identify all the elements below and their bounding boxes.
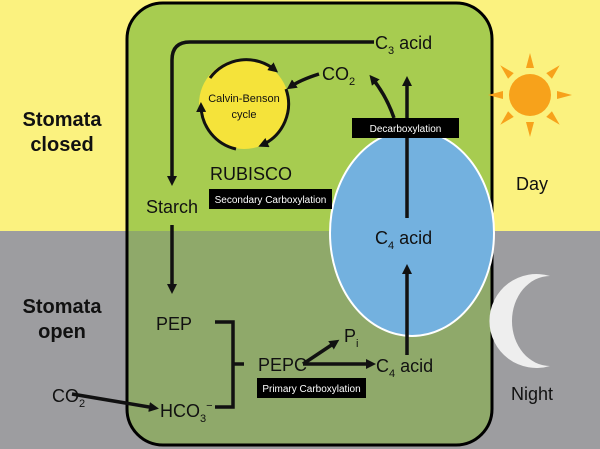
hco3-label: HCO3− — [160, 400, 213, 425]
stomata-closed-line1: Stomata — [23, 109, 103, 131]
secondary-carboxylation-badge-text: Secondary Carboxylation — [215, 195, 327, 206]
calvin-cycle-label-line2: cycle — [231, 109, 256, 121]
stomata-open-line1: Stomata — [23, 296, 103, 318]
calvin-cycle-arrow-3 — [196, 102, 237, 151]
moon-icon — [489, 274, 550, 369]
sun-disc — [509, 74, 551, 116]
primary-carboxylation-badge-text: Primary Carboxylation — [262, 384, 360, 395]
primary-carboxylation-badge-bg — [257, 378, 366, 398]
arrow-decarboxylation-to-co2 — [369, 74, 396, 119]
arrow-pepc-to-pi — [302, 339, 340, 366]
c3-acid-label: C3 acid — [375, 33, 432, 57]
calvin-cycle-arrow-2 — [258, 88, 291, 148]
decarboxylation-badge-text: Decarboxylation — [370, 124, 442, 135]
calvin-benson-cycle: Calvin-Benson cycle — [196, 58, 291, 151]
bracket-pep-hco3-pepc — [215, 320, 244, 409]
stomata-open-line2: open — [38, 321, 86, 343]
decarboxylation-badge: Decarboxylation — [352, 118, 459, 138]
stomata-closed-line2: closed — [30, 134, 93, 156]
secondary-carboxylation-badge: Secondary Carboxylation — [209, 189, 332, 209]
night-label: Night — [511, 384, 553, 404]
arrow-c3acid-to-starch — [167, 40, 374, 186]
starch-label: Starch — [146, 197, 198, 217]
sun-icon — [488, 53, 572, 137]
co2-outside-label: CO2 — [52, 386, 85, 410]
decarboxylation-badge-bg — [352, 118, 459, 138]
co2-chloroplast-label: CO2 — [322, 64, 355, 88]
primary-carboxylation-badge: Primary Carboxylation — [257, 378, 366, 398]
calvin-cycle-circle — [199, 59, 289, 149]
pi-label: Pi — [344, 326, 358, 350]
pathway-arrows — [71, 40, 412, 412]
pepc-label: PEPC — [258, 355, 307, 375]
secondary-carboxylation-badge-bg — [209, 189, 332, 209]
c4-acid-vacuole-label: C4 acid — [375, 228, 432, 252]
day-label: Day — [516, 174, 548, 194]
calvin-cycle-arrow-1 — [208, 58, 279, 79]
c4-acid-cytosol-label: C4 acid — [376, 356, 433, 380]
calvin-cycle-label-line1: Calvin-Benson — [208, 93, 280, 105]
rubisco-label: RUBISCO — [210, 164, 292, 184]
sun-rays — [488, 53, 572, 137]
arrow-co2-to-calvin — [286, 72, 320, 90]
arrow-co2-to-hco3 — [71, 392, 159, 412]
pep-label: PEP — [156, 314, 192, 334]
